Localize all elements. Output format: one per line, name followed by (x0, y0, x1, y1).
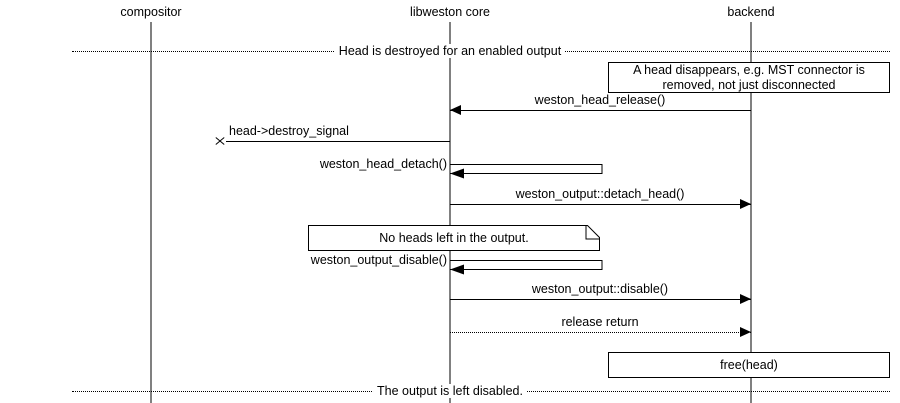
message-label-weston-head-release: weston_head_release() (534, 93, 666, 107)
lifeline-backend (750, 22, 752, 403)
message-label-weston-head-detach: weston_head_detach() (319, 157, 447, 171)
arrowhead-weston-output-disable (740, 294, 751, 304)
message-label-weston-output-disable-call: weston_output_disable() (310, 253, 447, 267)
message-line-release-return (450, 332, 751, 333)
message-line-weston-output-detach-head (450, 204, 751, 205)
arrowhead-release-return (740, 327, 751, 337)
lifeline-compositor (150, 22, 152, 403)
note-mst-connector: A head disappears, e.g. MST connector is… (608, 62, 890, 93)
note-free-head-text: free(head) (720, 357, 778, 372)
message-label-release-return: release return (561, 315, 639, 329)
note-free-head: free(head) (608, 352, 890, 378)
note-no-heads-left-text: No heads left in the output. (379, 230, 529, 245)
note-mst-line-1: A head disappears, e.g. MST connector is (633, 62, 865, 77)
arrowhead-weston-output-detach-head (740, 199, 751, 209)
arrowhead-weston-head-release (450, 105, 461, 115)
separator-label-top: Head is destroyed for an enabled output (334, 44, 566, 58)
note-fold-corner-icon (580, 225, 600, 245)
note-no-heads-left: No heads left in the output. (308, 225, 600, 251)
actor-label-backend: backend (727, 5, 775, 19)
self-message-weston-head-detach (450, 160, 605, 184)
note-mst-line-2: removed, not just disconnected (662, 77, 836, 92)
lost-message-x-icon (215, 136, 226, 147)
lifeline-libweston-core (449, 22, 451, 403)
message-label-weston-output-disable: weston_output::disable() (531, 282, 669, 296)
message-line-weston-output-disable (450, 299, 751, 300)
message-label-head-destroy-signal: head->destroy_signal (229, 124, 349, 138)
actor-label-libweston-core: libweston core (410, 5, 490, 19)
separator-label-bottom: The output is left disabled. (373, 384, 527, 398)
self-message-weston-output-disable (450, 256, 605, 280)
message-label-weston-output-detach-head: weston_output::detach_head() (515, 187, 685, 201)
message-line-weston-head-release (450, 110, 751, 111)
message-line-head-destroy-signal (226, 141, 450, 142)
actor-label-compositor: compositor (120, 5, 182, 19)
